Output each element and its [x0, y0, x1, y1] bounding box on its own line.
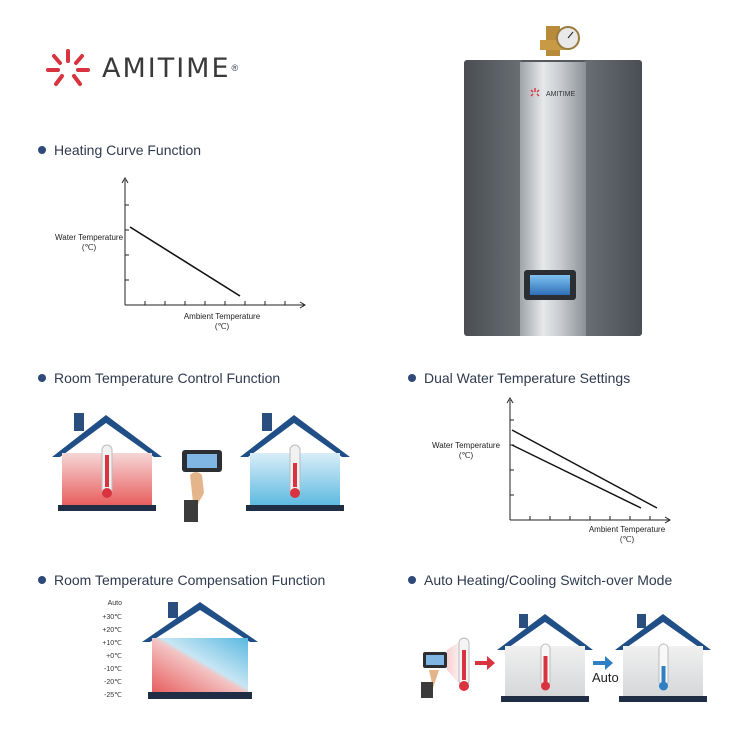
heating-curve-chart	[121, 177, 306, 309]
bullet-dot-icon	[408, 576, 416, 584]
amitime-logo-icon	[46, 49, 90, 86]
dual-water-title: Dual Water Temperature Settings	[424, 370, 631, 386]
auto-switch-illustration	[421, 614, 711, 702]
heating-curve-y-label: Water Temperature (℃)	[54, 233, 124, 252]
heating-curve-title: Heating Curve Function	[54, 142, 202, 158]
device-logo-text: AMITIME	[546, 91, 575, 98]
scale-label: -20℃	[104, 679, 122, 686]
heat-pump-unit-image: AMITIME	[464, 26, 642, 336]
scale-label: -25℃	[104, 692, 122, 699]
heating-curve-heading: Heating Curve Function	[38, 142, 201, 158]
heating-curve-x-label: Ambient Temperature (℃)	[183, 312, 261, 331]
bullet-dot-icon	[408, 374, 416, 382]
scale-label: +10℃	[102, 640, 122, 647]
cool-house-icon	[240, 413, 350, 511]
room-control-title: Room Temperature Control Function	[54, 370, 281, 386]
bullet-dot-icon	[38, 146, 46, 154]
blue-arrow-icon	[593, 656, 613, 670]
dual-water-x-label: Ambient Temperature (℃)	[588, 525, 666, 544]
brand-name: AMITIME	[102, 52, 231, 84]
compensation-scale: Auto +30℃ +20℃ +10℃ +0℃ -10℃ -20℃ -25℃	[98, 600, 126, 704]
auto-switch-heading: Auto Heating/Cooling Switch-over Mode	[408, 572, 672, 588]
compensation-heading: Room Temperature Compensation Function	[38, 572, 325, 588]
brand-logo: AMITIME ®	[44, 48, 238, 88]
auto-switch-title: Auto Heating/Cooling Switch-over Mode	[424, 572, 673, 588]
dual-water-y-label: Water Temperature (℃)	[431, 441, 501, 460]
room-control-illustration	[52, 413, 350, 522]
scale-label: Auto	[107, 600, 122, 607]
dual-water-heading: Dual Water Temperature Settings	[408, 370, 630, 386]
controller-icon	[421, 652, 447, 698]
controller-icon	[182, 450, 222, 522]
cooling-house-icon	[615, 614, 711, 702]
brand-registered-mark: ®	[231, 63, 239, 73]
bullet-dot-icon	[38, 374, 46, 382]
scale-label: +0℃	[106, 653, 122, 660]
room-control-heading: Room Temperature Control Function	[38, 370, 280, 386]
warm-house-icon	[52, 413, 162, 511]
bullet-dot-icon	[38, 576, 46, 584]
compensation-house-icon	[142, 602, 258, 699]
scale-label: +30℃	[102, 614, 122, 621]
scale-label: +20℃	[102, 627, 122, 634]
red-arrow-icon	[475, 656, 495, 670]
heating-house-icon	[497, 614, 593, 702]
dual-water-chart	[506, 397, 671, 524]
auto-label: Auto	[592, 670, 619, 685]
scale-label: -10℃	[104, 666, 122, 673]
thermometer-icon	[458, 637, 470, 691]
compensation-title: Room Temperature Compensation Function	[54, 572, 326, 588]
